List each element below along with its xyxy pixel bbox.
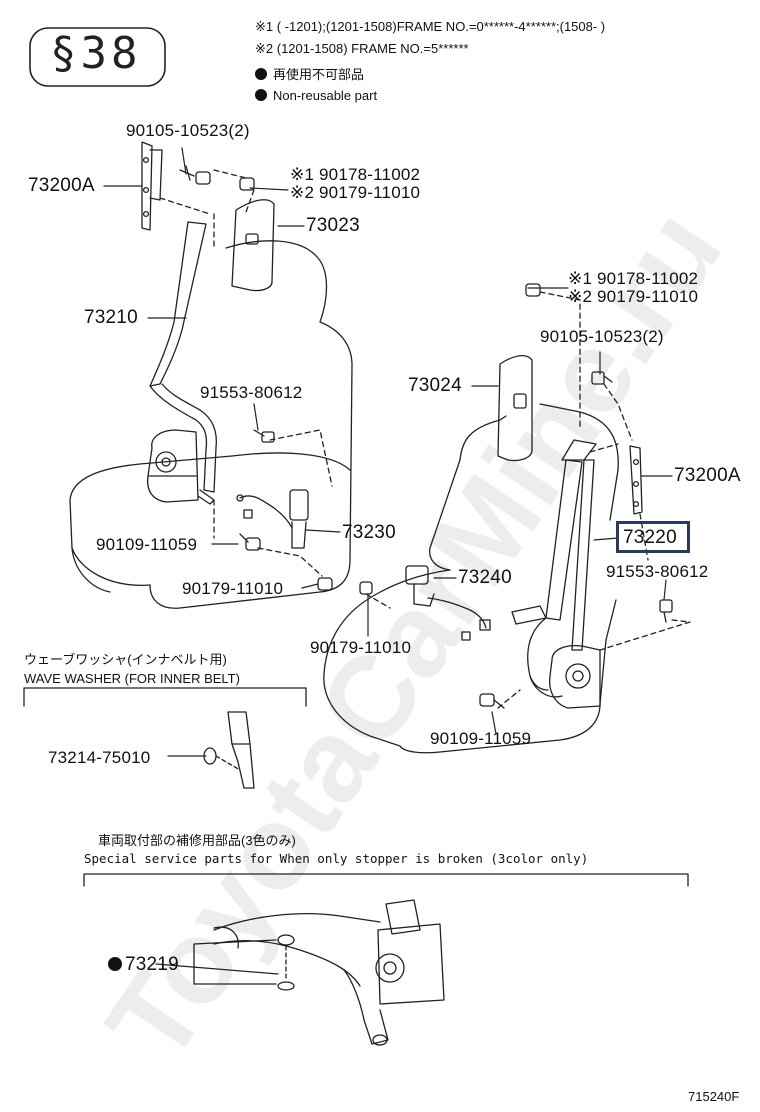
part-90178-11002-right[interactable]: ※1 90178-11002: [568, 269, 699, 288]
header-symbol-box: [29, 27, 166, 87]
left-bolts: [179, 165, 333, 591]
part-90179-11010-right[interactable]: 90179-11010: [310, 638, 412, 657]
part-73024[interactable]: 73024: [408, 375, 462, 396]
non-reusable-dot-icon: [255, 68, 267, 80]
part-90179-11010-left[interactable]: 90179-11010: [182, 579, 284, 598]
special-service-section: [83, 873, 689, 1046]
left-dashed-leaders: [159, 169, 333, 577]
part-90105-10523-left[interactable]: 90105-10523(2): [126, 121, 250, 140]
right-buckle-73240: [405, 565, 491, 641]
left-cover-73023: [231, 199, 275, 292]
left-seat-outline: [69, 240, 353, 609]
special-caption-en: Special service parts for When only stop…: [84, 851, 589, 866]
part-90109-11059-right[interactable]: 90109-11059: [430, 729, 532, 748]
part-73023[interactable]: 73023: [306, 215, 360, 236]
part-90109-11059-left[interactable]: 90109-11059: [96, 535, 198, 554]
legend-jp: 再使用不可部品: [255, 68, 364, 81]
wave-washer-caption-en: WAVE WASHER (FOR INNER BELT): [24, 671, 240, 686]
right-cover-73024: [497, 354, 533, 462]
right-bolts: [359, 283, 673, 709]
part-73240[interactable]: 73240: [458, 567, 512, 588]
left-seat-belt: [146, 221, 218, 505]
header-symbol: §38: [50, 28, 142, 79]
part-73230[interactable]: 73230: [342, 522, 396, 543]
part-73200A-left[interactable]: 73200A: [28, 175, 95, 196]
highlight-box-73220: [616, 521, 690, 553]
left-anchor-bracket: [141, 141, 163, 231]
legend-en: Non-reusable part: [255, 89, 377, 102]
left-buckle-73230: [236, 489, 309, 549]
wave-washer-section: [23, 687, 307, 789]
part-91553-80612-left[interactable]: 91553-80612: [200, 383, 303, 402]
part-90178-11002-left[interactable]: ※1 90178-11002: [290, 165, 421, 184]
part-90105-10523-right[interactable]: 90105-10523(2): [540, 327, 664, 346]
right-seat-belt: [511, 439, 601, 709]
special-caption-jp: 車両取付部の補修用部品(3色のみ): [98, 833, 296, 848]
part-73219[interactable]: 73219: [108, 955, 179, 974]
non-reusable-dot-icon: [255, 89, 267, 101]
part-73214-75010[interactable]: 73214-75010: [48, 748, 151, 767]
note-frame-2: ※2 (1201-1508) FRAME NO.=5******: [255, 41, 469, 56]
note-frame-1: ※1 ( -1201);(1201-1508)FRAME NO.=0******…: [255, 19, 606, 34]
part-90179-11010-left-top[interactable]: ※2 90179-11010: [290, 183, 421, 202]
part-90179-11010-right-top[interactable]: ※2 90179-11010: [568, 287, 699, 306]
right-seat-outline: [323, 403, 619, 754]
part-73210[interactable]: 73210: [84, 307, 138, 328]
non-reusable-dot-icon: [108, 957, 122, 971]
part-91553-80612-right[interactable]: 91553-80612: [606, 562, 709, 581]
right-anchor-bracket: [629, 445, 643, 515]
wave-washer-caption-jp: ウェーブワッシャ(インナベルト用): [24, 652, 227, 667]
part-73220[interactable]: 73220: [623, 527, 677, 548]
figure-id: 715240F: [688, 1089, 740, 1104]
part-73200A-right[interactable]: 73200A: [674, 465, 741, 486]
leader-lines: [103, 147, 673, 975]
